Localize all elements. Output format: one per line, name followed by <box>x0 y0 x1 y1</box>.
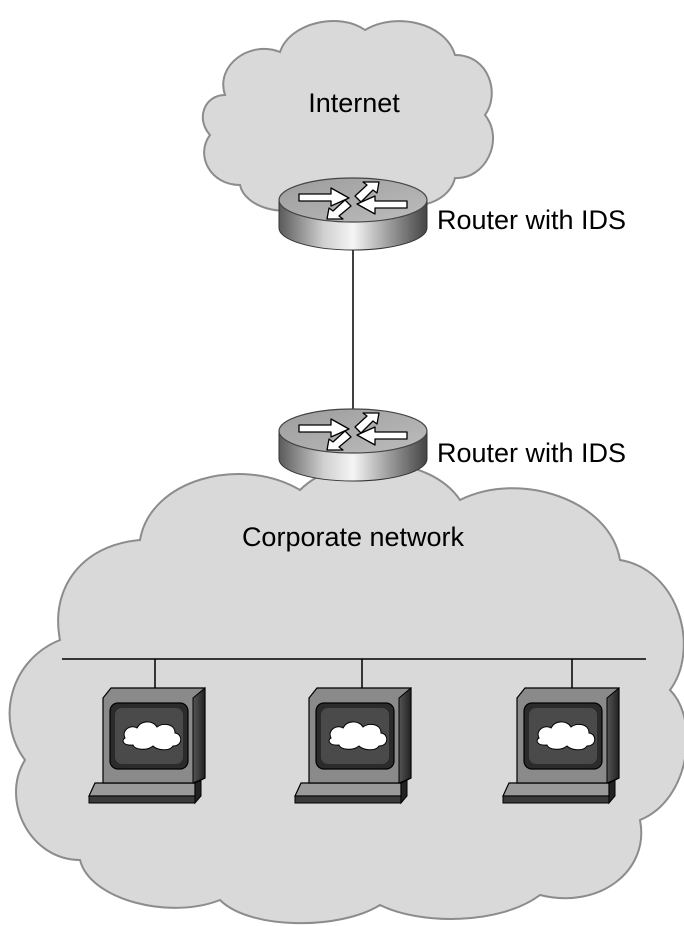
router-icon <box>278 408 428 482</box>
router-1 <box>278 177 428 251</box>
computer-icon <box>294 687 412 804</box>
internet-label: Internet <box>308 88 400 118</box>
computer-icon <box>88 687 206 804</box>
internet-cloud <box>201 20 495 217</box>
router-2-label: Router with IDS <box>437 438 626 468</box>
router-2 <box>278 408 428 482</box>
computer-icon <box>502 687 620 804</box>
computer-3 <box>502 687 620 804</box>
computer-1 <box>88 687 206 804</box>
router-1-label: Router with IDS <box>437 205 626 235</box>
router-icon <box>278 177 428 251</box>
computer-2 <box>294 687 412 804</box>
corporate-network-label: Corporate network <box>242 522 465 552</box>
